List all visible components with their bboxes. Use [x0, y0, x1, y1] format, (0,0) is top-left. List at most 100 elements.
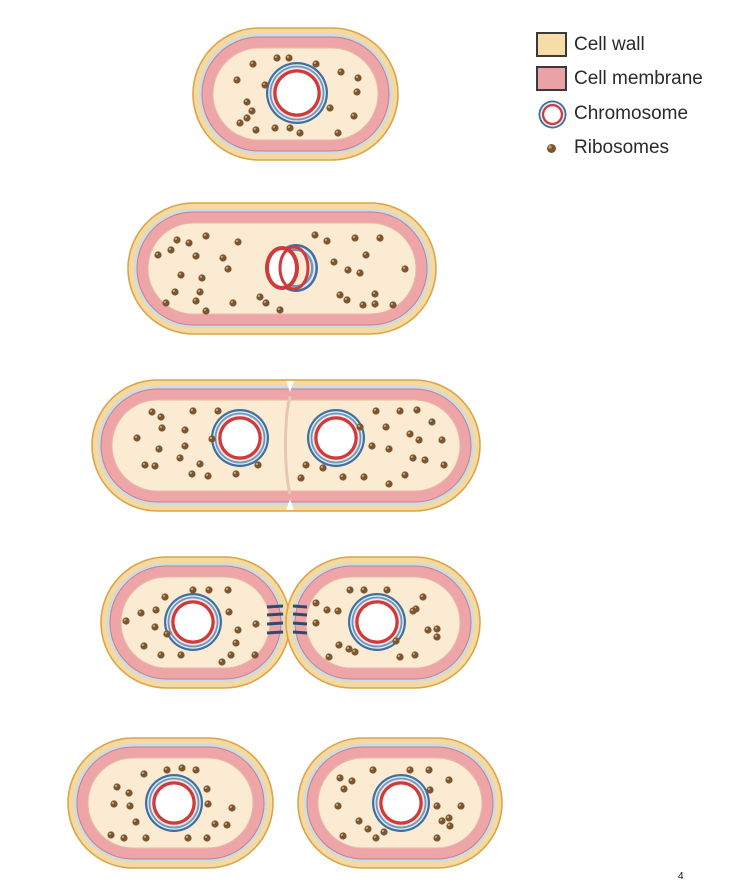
ribosome [157, 651, 165, 659]
replicating-chromosome [265, 244, 318, 292]
chromosome-ring-icon [538, 100, 567, 129]
ribosome [214, 407, 222, 415]
ribosomes [154, 231, 409, 315]
ribosome [401, 265, 409, 273]
ribosome [312, 60, 320, 68]
ribosome [218, 658, 226, 666]
ribosome [233, 76, 241, 84]
stage-chromosome-replication [127, 202, 437, 335]
ribosome [177, 271, 185, 279]
ribosome [205, 586, 213, 594]
ribosome [438, 436, 446, 444]
ribosome [296, 129, 304, 137]
ribosome [336, 291, 344, 299]
ribosome [181, 442, 189, 450]
ribosome [163, 766, 171, 774]
ribosome [409, 454, 417, 462]
ribosome [196, 460, 204, 468]
ribosome [157, 413, 165, 421]
ribosome [203, 785, 211, 793]
cell-wall-swatch-icon [536, 32, 567, 57]
ribosome [192, 766, 200, 774]
ribosome [262, 299, 270, 307]
pore-right [292, 630, 308, 635]
ribosome [385, 480, 393, 488]
ribosome [396, 407, 404, 415]
ribosome [271, 124, 279, 132]
daughter-cell-right [297, 737, 503, 869]
ribosome [438, 817, 446, 825]
ribosome [251, 651, 259, 659]
ribosome [249, 60, 257, 68]
ribosome [433, 834, 441, 842]
stage-two-daughter-cells [67, 737, 503, 869]
ribosome [426, 786, 434, 794]
ribosome [336, 774, 344, 782]
ribosome [161, 593, 169, 601]
ribosome [445, 814, 453, 822]
ribosome [252, 620, 260, 628]
ribosome [355, 817, 363, 825]
ribosome [141, 461, 149, 469]
ribosome [356, 423, 364, 431]
ribosome [176, 454, 184, 462]
ribosome [356, 269, 364, 277]
ribosome [446, 822, 454, 830]
ribosome [312, 599, 320, 607]
chromosome [211, 409, 269, 467]
ribosome [228, 804, 236, 812]
ribosome [396, 653, 404, 661]
ribosome [445, 776, 453, 784]
ribosome [380, 828, 388, 836]
ribosome [185, 239, 193, 247]
ribosome [151, 462, 159, 470]
legend-label: Ribosomes [574, 137, 670, 158]
ribosome [421, 456, 429, 464]
left-daughter [100, 556, 291, 689]
ribosome [346, 586, 354, 594]
ribosome [406, 430, 414, 438]
ribosome [364, 825, 372, 833]
ribosome [261, 81, 269, 89]
pore-right [292, 604, 308, 609]
ribosome [126, 802, 134, 810]
ribosome [122, 617, 130, 625]
ribosome [211, 820, 219, 828]
ribosome [178, 764, 186, 772]
ribosome [311, 231, 319, 239]
ribosome [248, 107, 256, 115]
ribosome [359, 301, 367, 309]
ribosome [184, 834, 192, 842]
chromosome [372, 774, 430, 832]
ribosome [224, 586, 232, 594]
ribosome [302, 461, 310, 469]
ribosome [162, 299, 170, 307]
ribosome [285, 54, 293, 62]
ribosome [319, 464, 327, 472]
ribosome [372, 407, 380, 415]
ribosome [353, 88, 361, 96]
ribosome [354, 74, 362, 82]
cell-membrane-swatch-icon [536, 66, 567, 91]
ribosomes [233, 54, 362, 137]
ribosome [286, 124, 294, 132]
ribosome [372, 834, 380, 842]
ribosome [254, 461, 262, 469]
septum-line [284, 395, 292, 495]
ribosome-dot-icon [547, 144, 556, 153]
ribosome [334, 802, 342, 810]
ribosome [276, 306, 284, 314]
ribosome [433, 802, 441, 810]
ribosome [457, 802, 465, 810]
ribosome [252, 126, 260, 134]
legend-label: Cell wall [574, 34, 645, 55]
ribosome [167, 246, 175, 254]
ribosomes [122, 586, 441, 666]
ribosome [232, 470, 240, 478]
ribosome [406, 766, 414, 774]
legend-item-cell-membrane: Cell membrane [536, 64, 746, 94]
pore-right [292, 621, 308, 626]
legend-item-chromosome: Chromosome [536, 99, 746, 129]
page-number: 4 [678, 871, 684, 882]
